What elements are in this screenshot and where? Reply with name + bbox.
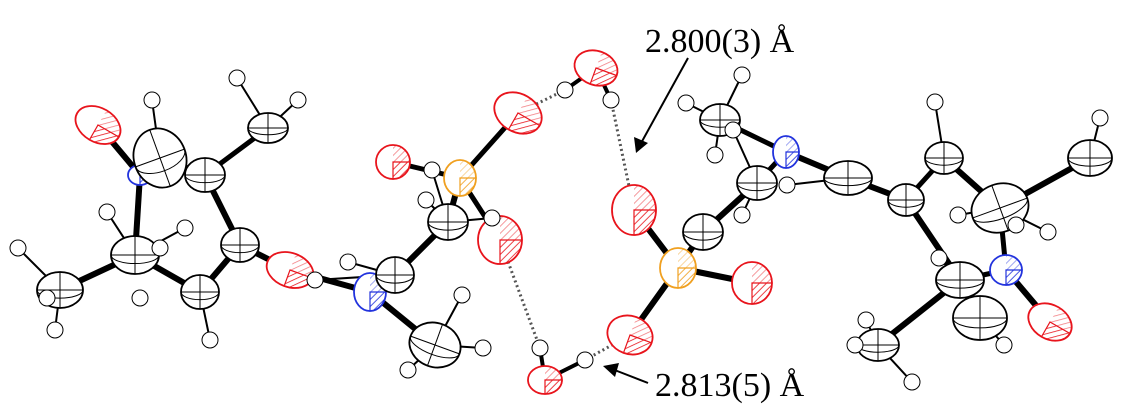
oxygen-atom	[493, 91, 543, 135]
hydrogen-atom	[306, 271, 324, 289]
hydrogen-atom	[228, 69, 246, 87]
sulfur-atom	[443, 159, 477, 197]
atom-layer	[9, 49, 1113, 395]
upper-distance-annotation: 2.800(3) Å	[634, 23, 795, 153]
hydrogen-atom	[46, 321, 64, 339]
hydrogen-atom	[576, 351, 594, 369]
carbon-atom	[887, 183, 925, 217]
hydrogen-atom	[602, 91, 620, 109]
hydrogen-atom	[176, 219, 194, 237]
oxygen-atom	[265, 251, 315, 289]
hydrogen-atom	[38, 289, 56, 307]
hydrogen-bond	[584, 333, 631, 362]
oxygen-atom	[1027, 302, 1073, 342]
hydrogen-atom	[474, 339, 492, 357]
carbon-atom	[247, 112, 289, 144]
hydrogen-atom	[706, 146, 724, 164]
hydrogen-atom	[1091, 109, 1109, 127]
hydrogen-atom	[151, 239, 169, 257]
carbon-atom	[924, 141, 964, 175]
hydrogen-atom	[417, 191, 435, 209]
hydrogen-atom	[724, 121, 742, 139]
hydrogen-atom	[995, 336, 1013, 354]
upper-distance-label: 2.800(3) Å	[645, 23, 795, 60]
hydrogen-atom	[143, 91, 161, 109]
oxygen-atom	[606, 314, 654, 356]
upper-distance-arrow	[639, 57, 689, 146]
carbon-atom	[1067, 139, 1113, 177]
hydrogen-atom	[453, 286, 471, 304]
carbon-atom	[823, 160, 873, 196]
hydrogen-atom	[857, 311, 875, 329]
hydrogen-atom	[926, 93, 944, 111]
nitrogen-atom	[989, 254, 1023, 286]
oxygen-atom	[611, 184, 657, 236]
hydrogen-atom	[556, 81, 574, 99]
hydrogen-atom	[949, 206, 967, 224]
hydrogen-atom	[930, 249, 948, 267]
hydrogen-atom	[846, 336, 864, 354]
hydrogen-atom	[201, 331, 219, 349]
lower-distance-arrow	[611, 368, 649, 384]
hydrogen-atom	[483, 209, 501, 227]
oxygen-atom	[375, 144, 411, 180]
sulfur-atom	[659, 247, 697, 289]
hydrogen-atom	[1039, 223, 1057, 241]
lower-arrowhead-icon	[603, 363, 619, 377]
carbon-atom	[408, 321, 462, 369]
carbon-atom	[427, 203, 469, 241]
carbon-atom	[220, 227, 260, 263]
hydrogen-atom	[531, 339, 549, 357]
oxygen-atom	[527, 365, 563, 395]
carbon-atom	[682, 213, 724, 251]
hydrogen-atom	[1007, 216, 1025, 234]
oxygen-atom	[573, 49, 619, 87]
hydrogen-atom	[733, 206, 751, 224]
upper-arrowhead-icon	[634, 137, 648, 153]
lower-distance-label: 2.813(5) Å	[655, 367, 805, 404]
hydrogen-atom	[9, 239, 27, 257]
hydrogen-atom	[903, 373, 921, 391]
hydrogen-atom	[778, 176, 796, 194]
carbon-atom	[132, 127, 188, 189]
carbon-atom	[184, 157, 226, 193]
oxygen-atom	[731, 261, 773, 305]
hydrogen-atom	[399, 361, 417, 379]
hydrogen-bond	[609, 99, 636, 211]
hydrogen-atom	[98, 203, 116, 221]
oxygen-atom	[477, 215, 523, 265]
hydrogen-atom	[677, 94, 695, 112]
oxygen-atom	[74, 105, 122, 145]
carbon-atom	[110, 235, 160, 275]
hydrogen-atom	[733, 66, 751, 84]
carbon-atom	[180, 274, 220, 310]
hydrogen-atom	[423, 161, 441, 179]
carbon-atom	[736, 165, 778, 201]
hydrogen-atom	[131, 289, 149, 307]
carbon-atom	[375, 256, 415, 294]
hydrogen-bond	[517, 88, 566, 115]
carbon-atom	[952, 295, 1008, 341]
nitrogen-atom	[772, 135, 800, 169]
hydrogen-atom	[339, 253, 357, 271]
lower-distance-annotation: 2.813(5) Å	[603, 363, 805, 404]
hydrogen-atom	[289, 91, 307, 109]
carbon-atom	[935, 261, 985, 299]
